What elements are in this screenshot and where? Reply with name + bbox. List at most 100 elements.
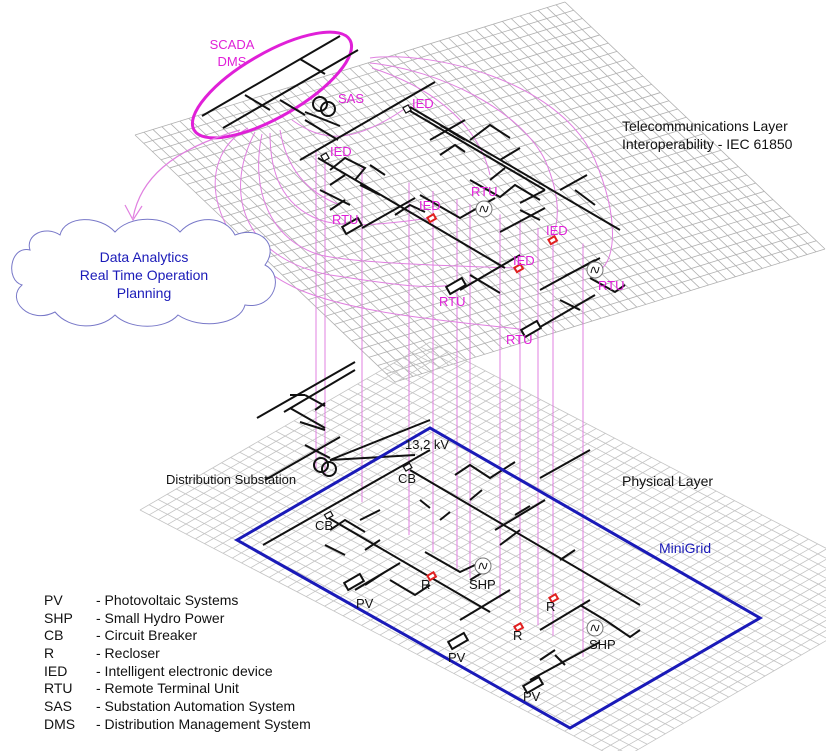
transformer-icon bbox=[321, 461, 337, 477]
telecom-devices bbox=[312, 96, 604, 339]
minigrid-boundary[interactable] bbox=[233, 426, 763, 730]
grid-line bbox=[169, 34, 600, 169]
grid-line bbox=[204, 67, 635, 202]
grid-line bbox=[634, 640, 826, 751]
ied-label: IED bbox=[412, 96, 434, 111]
grid-line bbox=[342, 447, 634, 617]
grid-line bbox=[308, 166, 739, 301]
recloser-label: R bbox=[421, 577, 431, 592]
scada-dms-label: SCADA DMS bbox=[209, 36, 255, 70]
physical-devices bbox=[313, 457, 604, 695]
sine-icon bbox=[479, 205, 489, 213]
pv-label: PV bbox=[356, 596, 374, 611]
grid-line bbox=[230, 92, 661, 226]
legend-description: - Recloser bbox=[96, 645, 160, 662]
grid-line bbox=[158, 351, 449, 520]
rtu-label: RTU bbox=[506, 332, 533, 347]
sine-icon bbox=[590, 266, 600, 274]
legend-abbreviation: RTU bbox=[44, 680, 73, 697]
grid-line bbox=[545, 558, 826, 722]
grid-line bbox=[425, 490, 717, 660]
ied-label: IED bbox=[513, 253, 535, 268]
legend-row: IED- Intelligent electronic device bbox=[44, 663, 311, 681]
shp-label: SHP bbox=[469, 577, 496, 592]
rtu-label: RTU bbox=[471, 184, 498, 199]
circuit-breaker-icon bbox=[323, 510, 334, 520]
legend-abbreviation: PV bbox=[44, 592, 63, 608]
rtu-pv-icon bbox=[519, 319, 543, 339]
grid-line bbox=[152, 18, 583, 152]
grid-line bbox=[247, 108, 678, 243]
legend-description: - Intelligent electronic device bbox=[96, 662, 273, 679]
grid-line bbox=[555, 569, 826, 727]
sas-label: SAS bbox=[338, 91, 365, 106]
link-curve bbox=[371, 67, 491, 176]
link-curve bbox=[291, 104, 411, 137]
circuit-breaker-icon bbox=[402, 462, 413, 472]
legend-description: - Photovoltaic Systems bbox=[96, 592, 239, 608]
grid-line bbox=[342, 199, 774, 333]
legend-row: CB- Circuit Breaker bbox=[44, 627, 311, 645]
transformer-icon bbox=[320, 101, 336, 117]
ied-icon bbox=[320, 152, 330, 162]
cb-label: CB bbox=[315, 518, 334, 533]
physical-layer-title: Physical Layer bbox=[622, 473, 714, 489]
legend-row: RTU - Remote Terminal Unit bbox=[44, 680, 311, 698]
grid-line bbox=[394, 248, 826, 383]
cloud-line-planning: Planning bbox=[116, 285, 172, 301]
sine-icon bbox=[590, 624, 600, 632]
grid-line bbox=[259, 404, 551, 573]
transformer-icon bbox=[313, 457, 329, 473]
ied-icon bbox=[426, 212, 438, 224]
grid-line bbox=[462, 509, 754, 679]
grid-line bbox=[389, 471, 680, 641]
grid-line bbox=[273, 133, 704, 268]
grid-line bbox=[176, 360, 468, 530]
grid-line bbox=[213, 380, 505, 549]
grid-line bbox=[325, 182, 756, 317]
grid-line bbox=[269, 408, 560, 578]
recloser-label: R bbox=[513, 628, 523, 643]
rtu-pv-icon bbox=[444, 276, 468, 296]
grid-line bbox=[398, 476, 689, 645]
grid-line bbox=[386, 240, 817, 375]
ied-label: IED bbox=[419, 198, 441, 213]
pv-label: PV bbox=[523, 689, 541, 704]
link-curve bbox=[369, 62, 558, 239]
grid-line bbox=[282, 141, 713, 276]
ied-icon bbox=[402, 104, 412, 114]
grid-line bbox=[178, 42, 609, 177]
legend-description: - Remote Terminal Unit bbox=[96, 680, 239, 697]
grid-line bbox=[221, 83, 652, 218]
physical-network bbox=[256, 361, 641, 681]
transformer-icon bbox=[312, 96, 328, 112]
pv-icon bbox=[521, 675, 545, 695]
legend-row: SHP- Small Hydro Power bbox=[44, 610, 311, 628]
grid-line bbox=[472, 514, 763, 684]
legend-description: - Distribution Management System bbox=[96, 715, 311, 732]
rtu-label: RTU bbox=[598, 278, 625, 293]
cloud-label: Data Analytics Real Time Operation Plann… bbox=[44, 248, 244, 302]
grid-line bbox=[379, 466, 671, 636]
grid-line bbox=[582, 599, 826, 742]
legend-row: DMS - Distribution Management System bbox=[44, 716, 311, 734]
grid-line bbox=[352, 452, 643, 621]
recloser-icon bbox=[513, 621, 525, 633]
grid-line bbox=[296, 423, 588, 593]
scada-to-cloud-arrow bbox=[132, 129, 241, 219]
recloser-icon bbox=[426, 570, 438, 582]
legend-description: - Circuit Breaker bbox=[96, 627, 198, 644]
grid-line bbox=[334, 190, 765, 325]
grid-line bbox=[333, 442, 625, 612]
scada-dms-ellipse[interactable] bbox=[178, 12, 366, 157]
grid-line bbox=[490, 524, 781, 694]
pv-icon bbox=[342, 572, 366, 592]
grid-line bbox=[527, 543, 818, 713]
communication-links-vertical bbox=[315, 150, 584, 657]
legend-abbreviation: SAS bbox=[44, 698, 73, 715]
legend-abbreviation: DMS bbox=[44, 715, 76, 732]
ied-label: IED bbox=[330, 144, 352, 159]
link-curve bbox=[258, 133, 516, 269]
telecom-layer-title-line1: Telecommunications Layer bbox=[622, 118, 788, 134]
